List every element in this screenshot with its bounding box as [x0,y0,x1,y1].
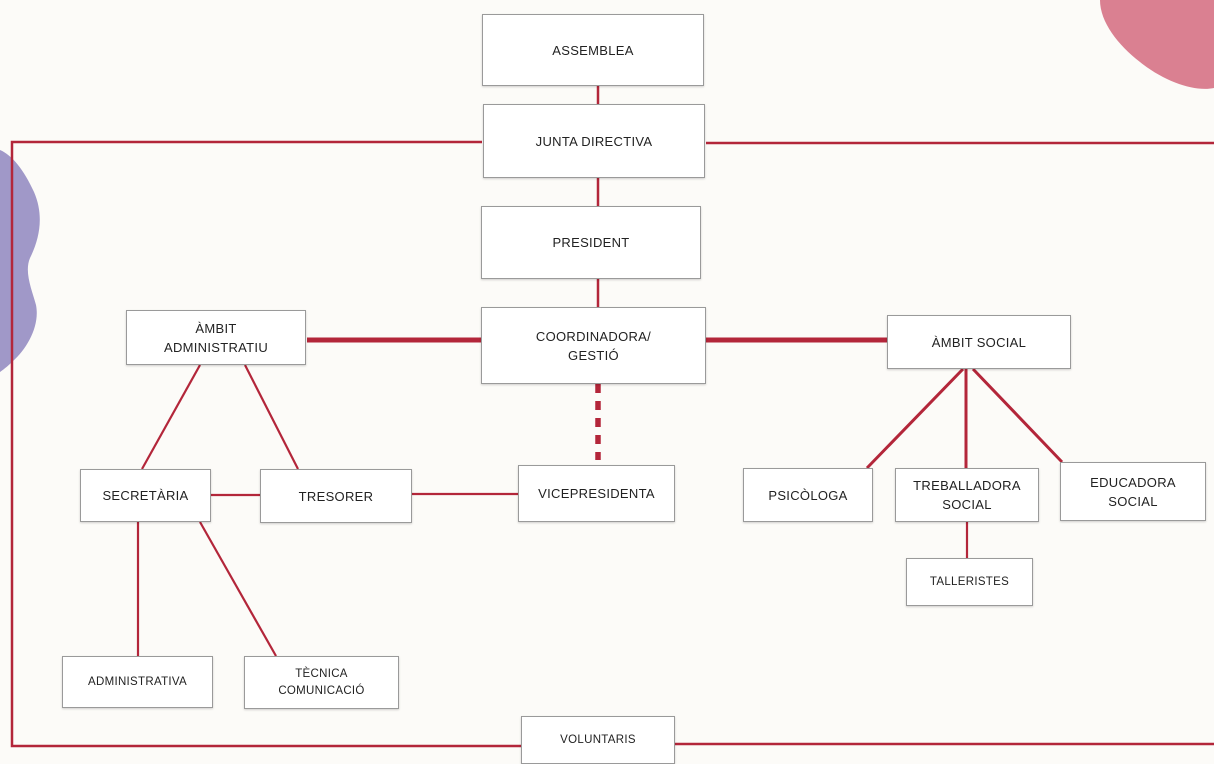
node-ambit-administratiu: ÀMBIT ADMINISTRATIU [126,310,306,365]
outer-frame-line-left [10,140,521,748]
node-assemblea: ASSEMBLEA [482,14,704,86]
connector-ambit-administratiu-secretaria [141,364,201,470]
node-talleristes: TALLERISTES [906,558,1033,606]
node-tecnica-comunicacio: TÈCNICA COMUNICACIÓ [244,656,399,709]
node-coordinadora-gestio: COORDINADORA/ GESTIÓ [481,307,706,384]
node-president: PRESIDENT [481,206,701,279]
node-treballadora-social: TREBALLADORA SOCIAL [895,468,1039,522]
connector-ambit-social-educadora [971,367,1064,464]
pink-decorative-blob [1100,0,1214,89]
purple-decorative-blob [0,150,40,372]
node-administrativa: ADMINISTRATIVA [62,656,213,708]
node-voluntaris: VOLUNTARIS [521,716,675,764]
node-vicepresidenta: VICEPRESIDENTA [518,465,675,522]
connector-ambit-social-psicologa [865,367,965,470]
node-ambit-social: ÀMBIT SOCIAL [887,315,1071,369]
node-tresorer: TRESORER [260,469,412,523]
node-educadora-social: EDUCADORA SOCIAL [1060,462,1206,521]
node-secretaria: SECRETÀRIA [80,469,211,522]
connector-secretaria-tecnica-comunicacio [199,521,277,657]
node-psicologa: PSICÒLOGA [743,468,873,522]
connector-ambit-administratiu-tresorer [244,364,299,470]
node-junta-directiva: JUNTA DIRECTIVA [483,104,705,178]
